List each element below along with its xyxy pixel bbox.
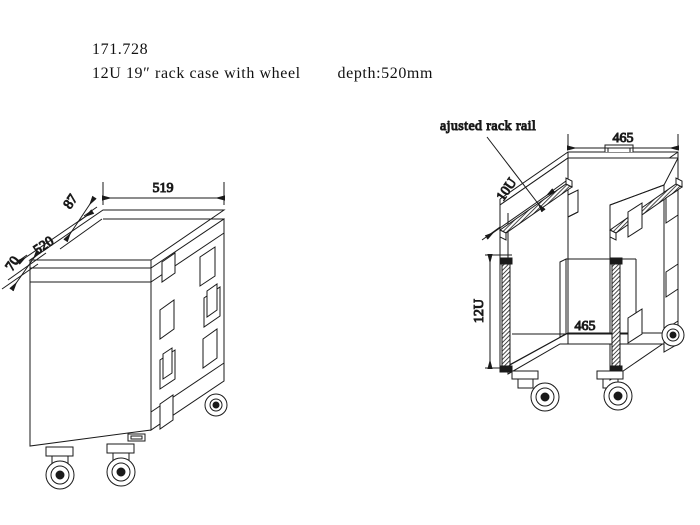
closed-case-view: 519 520 87 xyxy=(1,181,228,490)
rack-upright-right xyxy=(609,257,623,373)
dimension-label-87: 87 xyxy=(61,192,81,212)
caster xyxy=(204,393,228,417)
caster-group-right xyxy=(511,370,633,412)
dimension-label-465-top: 465 xyxy=(613,131,634,146)
product-code: 171.728 xyxy=(92,41,149,58)
dimension-12u: 12U xyxy=(472,254,512,369)
dimension-465-top: 465 xyxy=(567,131,679,151)
caster xyxy=(596,370,633,411)
front-face-hardware xyxy=(159,246,221,430)
callout-label-rack-rail: ajusted rack rail xyxy=(440,119,536,134)
case-label-plate xyxy=(127,433,146,442)
rack-divider xyxy=(559,258,567,338)
caster xyxy=(511,370,560,412)
callout-rack-rail: ajusted rack rail xyxy=(440,119,546,213)
dimension-label-465-bottom: 465 xyxy=(575,319,596,334)
rack-corner-plates xyxy=(627,189,679,353)
dimension-label-519: 519 xyxy=(153,181,174,196)
caster-rear-right xyxy=(661,323,685,347)
dimension-70: 70 xyxy=(1,249,47,292)
rack-upright-left xyxy=(499,257,513,373)
caster xyxy=(45,446,75,490)
dimension-label-12u: 12U xyxy=(472,299,487,323)
product-description: 12U 19″ rack case with wheel depth:520mm xyxy=(92,65,434,82)
dimension-519: 519 xyxy=(102,181,225,205)
caster-group-left xyxy=(45,393,228,490)
title-block: 171.728 12U 19″ rack case with wheel dep… xyxy=(92,38,433,86)
open-rack-view: ajusted rack rail 10U 465 xyxy=(440,119,685,412)
dimension-465-bottom: 465 xyxy=(512,319,612,335)
dimension-label-70: 70 xyxy=(3,254,23,274)
rail-bracket xyxy=(567,189,579,218)
caster xyxy=(106,443,136,487)
case-left-face xyxy=(29,267,152,447)
